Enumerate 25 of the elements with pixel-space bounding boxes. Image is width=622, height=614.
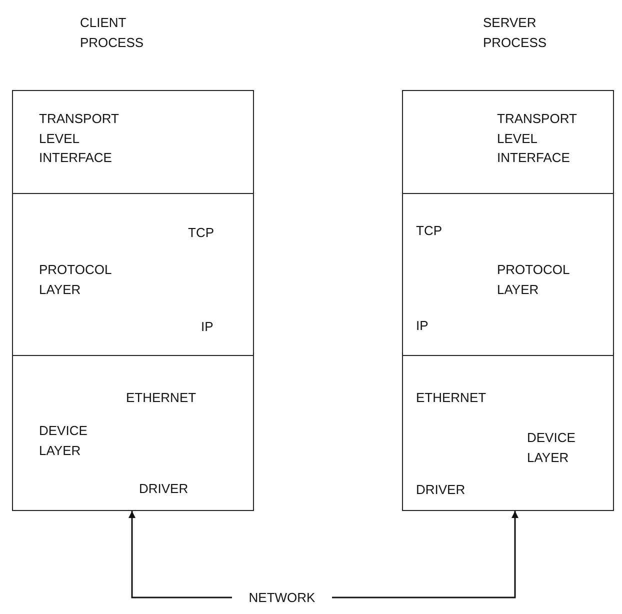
process-heading: SERVER PROCESS <box>483 14 548 52</box>
layer-label: TCP <box>188 224 215 242</box>
layer-label: DEVICE LAYER <box>39 422 88 460</box>
layer-label: DEVICE LAYER <box>527 429 576 466</box>
process-heading: CLIENT PROCESS <box>80 14 145 52</box>
arrow <box>332 511 518 598</box>
network-label: NETWORK <box>248 589 316 607</box>
layer-label: TRANSPORT LEVEL INTERFACE <box>39 110 120 167</box>
layer-label: PROTOCOL LAYER <box>497 261 570 298</box>
layer-label: PROTOCOL LAYER <box>39 261 112 298</box>
arrow <box>128 511 232 598</box>
layer-label: ETHERNET <box>126 389 198 407</box>
layer-box <box>12 193 254 356</box>
layer-label: TRANSPORT LEVEL INTERFACE <box>497 110 578 167</box>
layer-box <box>402 355 614 511</box>
layer-label: ETHERNET <box>416 389 488 407</box>
layer-label: IP <box>201 318 214 336</box>
layer-box <box>12 90 254 194</box>
layer-box <box>402 193 614 356</box>
layer-label: DRIVER <box>416 481 466 499</box>
layer-label: IP <box>416 317 430 335</box>
layer-box <box>402 90 614 194</box>
layer-box <box>12 355 254 511</box>
layer-label: TCP <box>416 222 443 240</box>
layer-label: DRIVER <box>139 480 190 498</box>
